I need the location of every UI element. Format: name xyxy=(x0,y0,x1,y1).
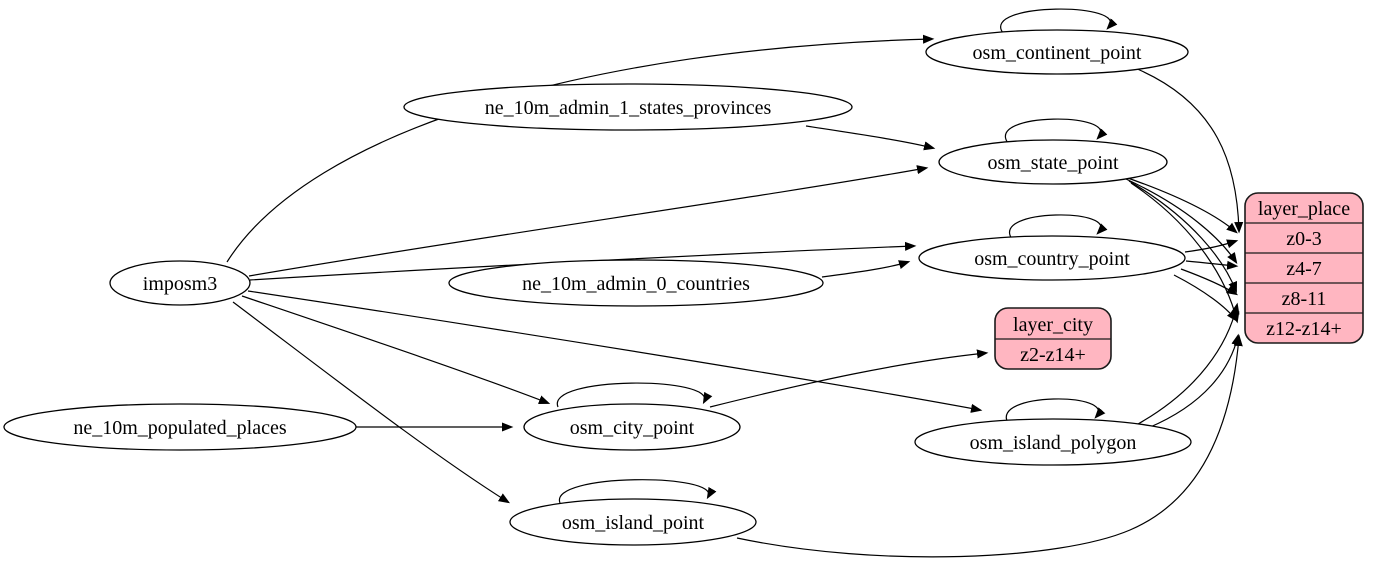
osm_country_point-label: osm_country_point xyxy=(974,248,1130,270)
node-ne_10m_populated_places: ne_10m_populated_places xyxy=(3,403,357,451)
osm_island_point-shape xyxy=(509,498,757,546)
edge-layer xyxy=(226,8,1244,558)
osm_country_point-shape xyxy=(918,235,1186,281)
edge-imposm3-osm_island_point xyxy=(232,301,511,504)
edge-osm_continent_point-layer_place_z0_3 xyxy=(1134,67,1244,234)
osm_city_point-label: osm_city_point xyxy=(570,417,695,439)
osm_continent_point-label: osm_continent_point xyxy=(973,42,1142,64)
layer_city-title: layer_city xyxy=(1013,314,1093,336)
layer_place-title: layer_place xyxy=(1258,198,1350,220)
layer_place-row-z8-11: z8-11 xyxy=(1282,288,1327,310)
record-layer_place: layer_place z0-3 z4-7 z8-11 z12-z14+ xyxy=(1244,192,1364,344)
edge-imposm3-osm_island_polygon xyxy=(247,290,983,413)
node-osm_island_polygon: osm_island_polygon xyxy=(914,418,1192,466)
node-osm_city_point: osm_city_point xyxy=(523,403,741,451)
osm_island_point-label: osm_island_point xyxy=(562,512,705,534)
edge-osm_city_point-layer_city_z2_z14 xyxy=(709,349,989,408)
ne_10m_populated_places-label: ne_10m_populated_places xyxy=(73,417,286,439)
edge-osm_state_point-layer_place_z4_7 xyxy=(1125,178,1238,264)
edge-imposm3-osm_continent_point xyxy=(226,34,935,263)
layer_place-row-z4-7: z4-7 xyxy=(1286,258,1322,280)
ne_10m_admin_0_countries-label: ne_10m_admin_0_countries xyxy=(522,273,750,295)
selfloop-osm_continent_point xyxy=(1000,8,1118,34)
selfloop-osm_island_point xyxy=(559,479,717,504)
node-osm_continent_point: osm_continent_point xyxy=(925,29,1189,75)
node-osm_country_point: osm_country_point xyxy=(918,235,1186,281)
imposm3-label: imposm3 xyxy=(143,273,217,295)
edge-osm_island_polygon-layer_place_z8_11 xyxy=(1137,302,1240,425)
ne_10m_populated_places-shape xyxy=(3,403,357,451)
osm_island_polygon-shape xyxy=(914,418,1192,466)
osm_state_point-label: osm_state_point xyxy=(987,152,1119,174)
edge-osm_state_point-layer_place_z0_3 xyxy=(1121,175,1238,234)
node-ne_10m_admin_1_states_provinces: ne_10m_admin_1_states_provinces xyxy=(403,83,853,131)
edge-osm_state_point-layer_place_z8_11 xyxy=(1128,180,1237,294)
layer_place-row-z0-3: z0-3 xyxy=(1286,228,1322,250)
edge-ne_10m_admin_0_countries-osm_country_point xyxy=(821,260,911,278)
node-ne_10m_admin_0_countries: ne_10m_admin_0_countries xyxy=(448,259,824,307)
osm_continent_point-shape xyxy=(925,29,1189,75)
edge-osm_country_point-layer_place_z4_7 xyxy=(1185,260,1239,270)
node-osm_island_point: osm_island_point xyxy=(509,498,757,546)
osm_island_polygon-label: osm_island_polygon xyxy=(970,432,1137,454)
edge-osm_island_point-layer_place_z12_z14 xyxy=(736,334,1243,558)
layer_place-shape xyxy=(1244,192,1364,344)
edge-imposm3-osm_city_point xyxy=(241,295,551,405)
imposm3-shape xyxy=(109,260,251,306)
layer_city-row-z2-z14: z2-z14+ xyxy=(1020,344,1086,366)
edge-ne_10m_admin_1_states_provinces-osm_state_point xyxy=(805,125,936,151)
selfloop-osm_country_point xyxy=(1008,214,1108,240)
edge-osm_country_point-layer_place_z12_z14 xyxy=(1173,274,1238,322)
node-osm_state_point: osm_state_point xyxy=(938,139,1168,185)
osm_city_point-shape xyxy=(523,403,741,451)
edge-imposm3-osm_state_point xyxy=(248,165,929,277)
edge-osm_country_point-layer_place_z0_3 xyxy=(1184,239,1239,253)
osm_state_point-shape xyxy=(938,139,1168,185)
selfloop-osm_state_point xyxy=(1004,118,1108,144)
edge-osm_country_point-layer_place_z8_11 xyxy=(1180,268,1239,296)
ne_10m_admin_1_states_provinces-shape xyxy=(403,83,853,131)
ne_10m_admin_1_states_provinces-label: ne_10m_admin_1_states_provinces xyxy=(485,97,772,119)
node-imposm3: imposm3 xyxy=(109,260,251,306)
layer_place-row-z12-z14: z12-z14+ xyxy=(1266,318,1342,340)
edge-osm_island_polygon-layer_place_z12_z14 xyxy=(1147,333,1241,429)
ne_10m_admin_0_countries-shape xyxy=(448,259,824,307)
selfloop-osm_city_point xyxy=(557,382,713,408)
record-layer_city: layer_city z2-z14+ xyxy=(994,307,1112,370)
selfloop-osm_island_polygon xyxy=(1005,398,1106,424)
